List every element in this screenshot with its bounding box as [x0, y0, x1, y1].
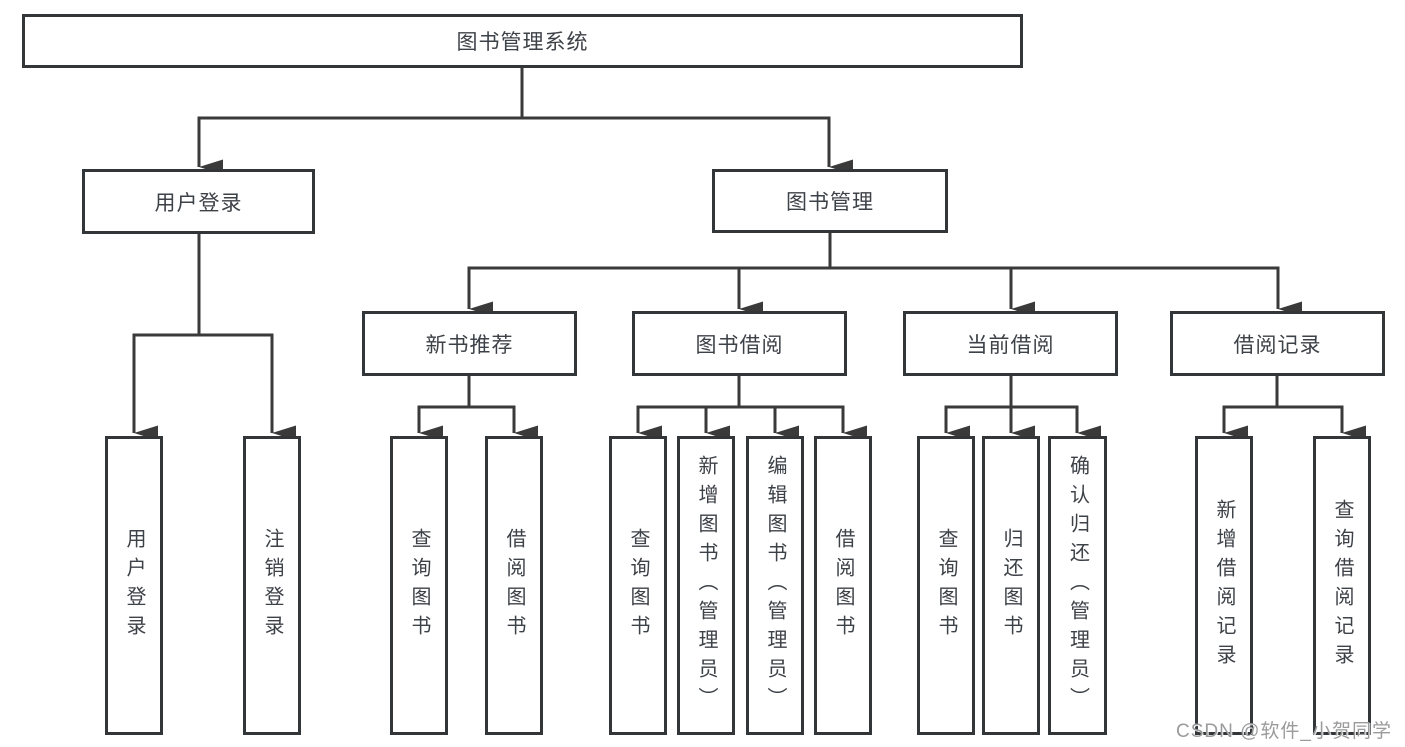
leaf-return-books: 归还图书 — [982, 436, 1040, 735]
leaf-query-books-borrowing: 查询图书 — [609, 436, 667, 735]
node-book-management: 图书管理 — [712, 169, 948, 233]
leaf-edit-book-admin: 编辑图书（管理员） — [746, 436, 804, 735]
leaf-logout: 注销登录 — [243, 436, 301, 735]
leaf-query-books-current: 查询图书 — [917, 436, 975, 735]
leaf-add-book-admin: 新增图书（管理员） — [677, 436, 735, 735]
node-borrowing-records: 借阅记录 — [1170, 311, 1385, 376]
node-new-book-recommendation: 新书推荐 — [362, 311, 577, 376]
leaf-query-books-recommend: 查询图书 — [390, 436, 448, 735]
csdn-watermark: CSDN @软件_小贺同学 — [1176, 721, 1392, 742]
node-book-borrowing: 图书借阅 — [632, 311, 847, 376]
node-library-management-system: 图书管理系统 — [22, 14, 1023, 68]
leaf-query-borrow-record: 查询借阅记录 — [1313, 436, 1371, 735]
leaf-confirm-return-admin: 确认归还（管理员） — [1048, 436, 1107, 735]
node-user-login: 用户登录 — [82, 169, 315, 234]
node-current-borrowing: 当前借阅 — [903, 311, 1118, 376]
leaf-borrow-books-borrowing: 借阅图书 — [814, 436, 872, 735]
leaf-borrow-books-recommend: 借阅图书 — [485, 436, 543, 735]
leaf-user-login: 用户登录 — [105, 436, 163, 735]
leaf-add-borrow-record: 新增借阅记录 — [1195, 436, 1253, 735]
